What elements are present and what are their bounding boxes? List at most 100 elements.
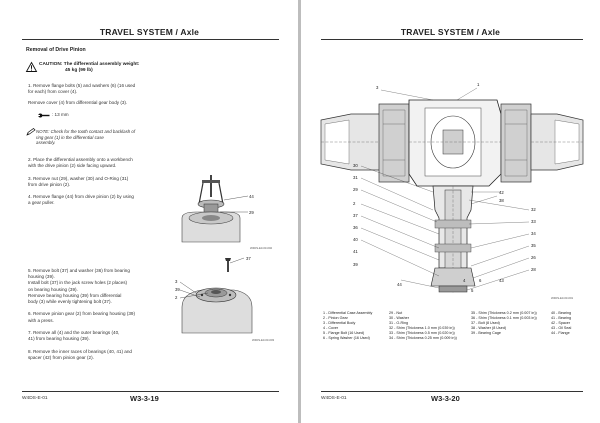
caution-text: CAUTION: The differential assembly weigh… — [39, 62, 139, 74]
legend-item: 29 - Nut — [389, 311, 403, 315]
legend-item: 33 - Shim (Thickness 0.5 mm (0.020 in)) — [389, 331, 455, 335]
callout-3: 3 — [376, 85, 379, 90]
footer-code: W4DS-E-01 — [22, 396, 48, 401]
step-text: with the drive pinion (2) side facing up… — [28, 163, 117, 169]
step-text: Remove bearing housing (39) from differe… — [28, 292, 122, 298]
parts-legend-col3: 35 - Shim (Thickness 0.2 mm (0.007 in)) … — [471, 311, 537, 336]
callout-39: 39 — [175, 287, 180, 292]
legend-item: 42 - Spacer — [551, 321, 571, 325]
legend-item: 6 - Spring Washer (16 Used) — [323, 336, 370, 340]
left-page: TRAVEL SYSTEM / Axle Removal of Drive Pi… — [0, 0, 299, 423]
callout-43: 43 — [499, 278, 504, 283]
step-text: Remove cover (4) from differential gear … — [28, 100, 128, 106]
callout-1: 1 — [477, 82, 480, 87]
legend-item: 30 - Washer — [389, 316, 409, 320]
callout-38: 38 — [499, 198, 504, 203]
callout-42: 42 — [499, 190, 504, 195]
callout-36: 36 — [353, 225, 358, 230]
legend-item: 4 - Cover — [323, 326, 339, 330]
page-title: TRAVEL SYSTEM / Axle — [400, 27, 501, 37]
parts-legend-col2: 29 - Nut 30 - Washer 31 - O-Ring 32 - Sh… — [389, 311, 457, 341]
callout-30: 30 — [353, 163, 358, 168]
axle-cross-section-diagram — [320, 87, 584, 294]
wrench-icon — [38, 113, 50, 118]
legend-item: 44 - Flange — [551, 331, 570, 335]
note-line: ring gear (1) in the differential case — [36, 134, 104, 140]
step-text: 1. Remove flange bolts (5) and washers (… — [28, 83, 136, 88]
callout-26: 26 — [531, 255, 536, 260]
callout-2: 2 — [175, 295, 178, 300]
pencil-icon — [26, 128, 36, 136]
callout-44: 44 — [249, 194, 254, 199]
callout-2: 2 — [353, 201, 356, 206]
callout-44: 44 — [397, 282, 402, 287]
footer-rule — [321, 391, 583, 392]
callout-6: 6 — [479, 278, 482, 283]
legend-item: 5 - Flange Bolt (16 Used) — [323, 331, 365, 335]
legend-item: 38 - Washer (8 Used) — [471, 326, 507, 330]
callout-37: 37 — [246, 256, 251, 261]
callout-39: 39 — [353, 262, 358, 267]
callout-3: 3 — [175, 279, 178, 284]
step-text: from drive pinion (2). — [28, 181, 71, 187]
step-text: 3. Remove nut (29), washer (30) and O-Ri… — [28, 175, 129, 181]
callout-33: 33 — [531, 219, 536, 224]
steps-block-c: 5. Remove bolt (37) and washer (36) from… — [28, 268, 135, 361]
legend-item: 31 - O-Ring — [389, 321, 409, 325]
caution-weight: 45 kg (99 lb) — [65, 68, 93, 73]
legend-item: 41 - Bearing — [551, 316, 572, 320]
callout-32: 32 — [531, 207, 536, 212]
legend-item: 37 - Bolt (8 Used) — [471, 321, 500, 325]
step-text: 7. Remove all (4) and the outer bearings… — [28, 330, 120, 336]
step-text: on bearing housing (39). — [28, 286, 78, 292]
section-heading: Removal of Drive Pinion — [26, 47, 86, 53]
callout-35: 35 — [531, 243, 536, 248]
figure-code: W4DS-E3-03-001 — [551, 296, 574, 300]
legend-item: 39 - Bearing Cage — [471, 331, 501, 335]
step-text: body (3) while evenly tightening bolt (3… — [28, 299, 112, 305]
right-page: TRAVEL SYSTEM / Axle — [301, 0, 600, 423]
note-line: assembly. — [36, 140, 56, 146]
step-text: 2. Place the differential assembly onto … — [28, 157, 133, 162]
steps-block-b: 2. Place the differential assembly onto … — [28, 157, 134, 207]
parts-legend-col4: 40 - Bearing 41 - Bearing 42 - Spacer 43… — [551, 311, 571, 336]
callout-28: 28 — [531, 267, 536, 272]
header-rule — [22, 39, 279, 40]
legend-item: 34 - Shim (Thickness 0.25 mm (0.009 in)) — [389, 336, 457, 340]
note-line: NOTE: Check for the tooth contact and ba… — [36, 129, 136, 134]
page-number: W3-3-20 — [431, 394, 460, 403]
step-text: housing (39). — [28, 274, 55, 280]
callout-41: 41 — [353, 249, 358, 254]
note-block: NOTE: Check for the tooth contact and ba… — [36, 129, 135, 146]
parts-legend-col1: 1 - Differential Case Assembly 2 - Pinio… — [323, 311, 372, 341]
callout-34: 34 — [531, 231, 536, 236]
page-number: W3-3-19 — [130, 394, 159, 403]
step-text: a gear puller. — [28, 200, 55, 206]
page-gutter — [298, 0, 301, 423]
legend-item: 35 - Shim (Thickness 0.2 mm (0.007 in)) — [471, 311, 537, 315]
callout-37: 37 — [353, 213, 358, 218]
callout-29: 29 — [353, 187, 358, 192]
legend-item: 1 - Differential Case Assembly — [323, 311, 373, 315]
callout-5: 5 — [471, 288, 474, 293]
legend-item: 32 - Shim (Thickness 1.0 mm (0.039 in)) — [389, 326, 455, 330]
footer-rule — [22, 391, 279, 392]
caution-line: CAUTION: The differential assembly weigh… — [39, 62, 140, 67]
gear-puller-illustration — [181, 175, 249, 243]
tool-size: : 13 mm — [52, 112, 69, 117]
header-rule — [321, 39, 583, 40]
steps-block-a: 1. Remove flange bolts (5) and washers (… — [28, 83, 135, 107]
step-text: 6. Remove pinion gear (2) from bearing h… — [28, 311, 135, 317]
step-text: 41) from bearing housing (39). — [28, 336, 90, 342]
step-text: 4. Remove flange (44) from drive pinion … — [28, 194, 134, 200]
figure-code: W4DS-E3-03-002 — [250, 246, 273, 250]
figure-code: W4DS-E3-03-003 — [252, 338, 275, 342]
legend-item: 2 - Pinion Gear — [323, 316, 348, 320]
callout-40: 40 — [353, 237, 358, 242]
page-title: TRAVEL SYSTEM / Axle — [99, 27, 200, 37]
step-text: with a press. — [28, 317, 54, 323]
step-text: Install bolt (37) in the jack screw hole… — [28, 280, 128, 286]
legend-item: 43 - Oil Seal — [551, 326, 572, 330]
footer-code: W4DS-E-01 — [321, 396, 347, 401]
callout-31: 31 — [353, 175, 358, 180]
